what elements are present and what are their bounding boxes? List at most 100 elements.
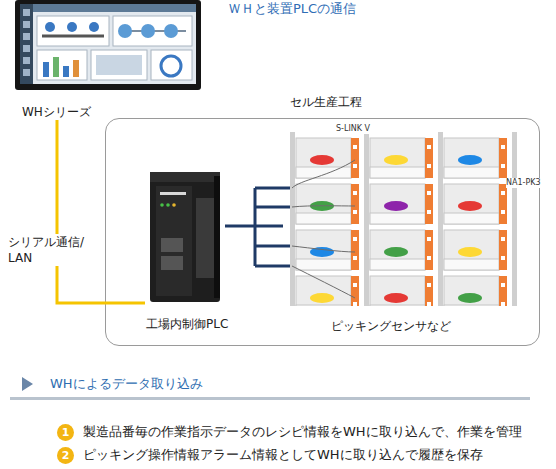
sensor-cable (292, 246, 355, 252)
screen-icon (23, 21, 30, 28)
rack-bin (370, 230, 433, 270)
note-text: 製造品番毎の作業指示データのレシピ情報をWHに取り込んで、作業を管理 (83, 424, 522, 440)
bus-branch (255, 265, 292, 268)
screen-panel (37, 16, 109, 46)
screen-gauge (161, 56, 181, 76)
rack-bin (370, 138, 433, 178)
rack-bin (444, 138, 507, 178)
plc-led (166, 203, 170, 207)
section-rule (10, 397, 530, 400)
screen-icon (23, 69, 30, 76)
rack-bin (370, 184, 433, 224)
sensor-cable (292, 160, 355, 188)
screen-icon (89, 22, 99, 32)
rack-bin (370, 276, 433, 306)
screen-icon (45, 22, 55, 32)
sensor-cable (292, 206, 355, 207)
screen-icon (23, 45, 30, 52)
screen-icon (23, 9, 30, 16)
device-box: WHシリーズ (15, 0, 205, 120)
plc-led (160, 203, 164, 207)
node-label: ピッキングセンサなど (331, 319, 451, 333)
bus-branch (255, 206, 292, 209)
screen-frame (15, 0, 201, 90)
sensor-cable (292, 266, 355, 298)
rack-part (458, 247, 482, 257)
node-label: WHシリーズ (22, 105, 91, 119)
rack-post (364, 132, 369, 306)
plc-side (214, 176, 220, 298)
rack-bin (444, 230, 507, 270)
rack-part (458, 155, 482, 165)
part-name: NA1-PK3 (506, 178, 541, 188)
screen-conveyor (42, 35, 104, 38)
plc-body (150, 172, 220, 302)
screen-bar (73, 60, 79, 77)
section-marker (22, 377, 33, 391)
screen-bar (53, 57, 59, 77)
screen-icon (23, 57, 30, 64)
callout-number: 1 (57, 424, 74, 441)
screen-icon (23, 33, 30, 40)
plc-port (161, 256, 183, 270)
rack-bin (296, 184, 359, 224)
device-box: 工場内制御PLC (145, 160, 225, 336)
callout-number: 2 (57, 447, 74, 464)
bus-branch (255, 187, 292, 190)
plc-led (172, 203, 176, 207)
screen-topbar (33, 4, 196, 12)
connector-line (225, 225, 283, 228)
rack-part (384, 155, 408, 165)
screen-tank (164, 24, 178, 38)
bus-branch (255, 245, 292, 248)
screen-panel (91, 50, 147, 80)
rack-part (384, 293, 408, 303)
screen-sidebar (20, 4, 33, 84)
plc-top (150, 172, 220, 182)
screen-bar (63, 66, 69, 77)
connector-line (57, 120, 145, 303)
screen-tank (118, 24, 132, 38)
node-label: セル生産工程 (290, 95, 362, 109)
node-label: 工場内制御PLC (146, 317, 228, 331)
bus-line (254, 188, 257, 266)
rack-part (310, 155, 334, 165)
rack-part (384, 201, 408, 211)
note-text: ピッキング操作情報アラーム情報としてWHに取り込んで履歴を保存 (83, 447, 483, 463)
rack-post (290, 132, 295, 306)
screen-display (20, 4, 196, 84)
callout-digit: 2 (57, 447, 74, 464)
rack-bin (296, 276, 359, 306)
rack-post (512, 132, 517, 306)
rack-bin (296, 138, 359, 178)
rack-bin (444, 184, 507, 224)
rack-part (458, 293, 482, 303)
connector-label: シリアル通信/ LAN (8, 234, 92, 266)
diagram-title: ＷＨと装置PLCの通信 (228, 1, 356, 17)
device-box: ピッキングセンサなど (283, 122, 538, 337)
callout-digit: 1 (57, 424, 74, 441)
screen-bar (43, 62, 49, 77)
screen-tank (141, 24, 155, 38)
rack-post (438, 132, 443, 306)
screen-panel (37, 50, 87, 80)
plc-logo-mark (160, 192, 186, 195)
screen-image (96, 55, 142, 75)
plc-front (156, 186, 192, 296)
plc-port (161, 238, 183, 252)
plc-terminal (196, 198, 214, 278)
rack-bin (444, 276, 507, 306)
section-heading: WHによるデータ取り込み (50, 376, 203, 392)
rack-part (458, 201, 482, 211)
rack-part (310, 293, 334, 303)
picking-rack (290, 132, 517, 306)
rack-part (384, 247, 408, 257)
screen-icon (67, 22, 77, 32)
part-name: S-LINK V (336, 124, 370, 134)
process-group: 工場内制御PLCピッキングセンサなどセル生産工程 (105, 118, 540, 346)
screen-panel (151, 50, 192, 80)
